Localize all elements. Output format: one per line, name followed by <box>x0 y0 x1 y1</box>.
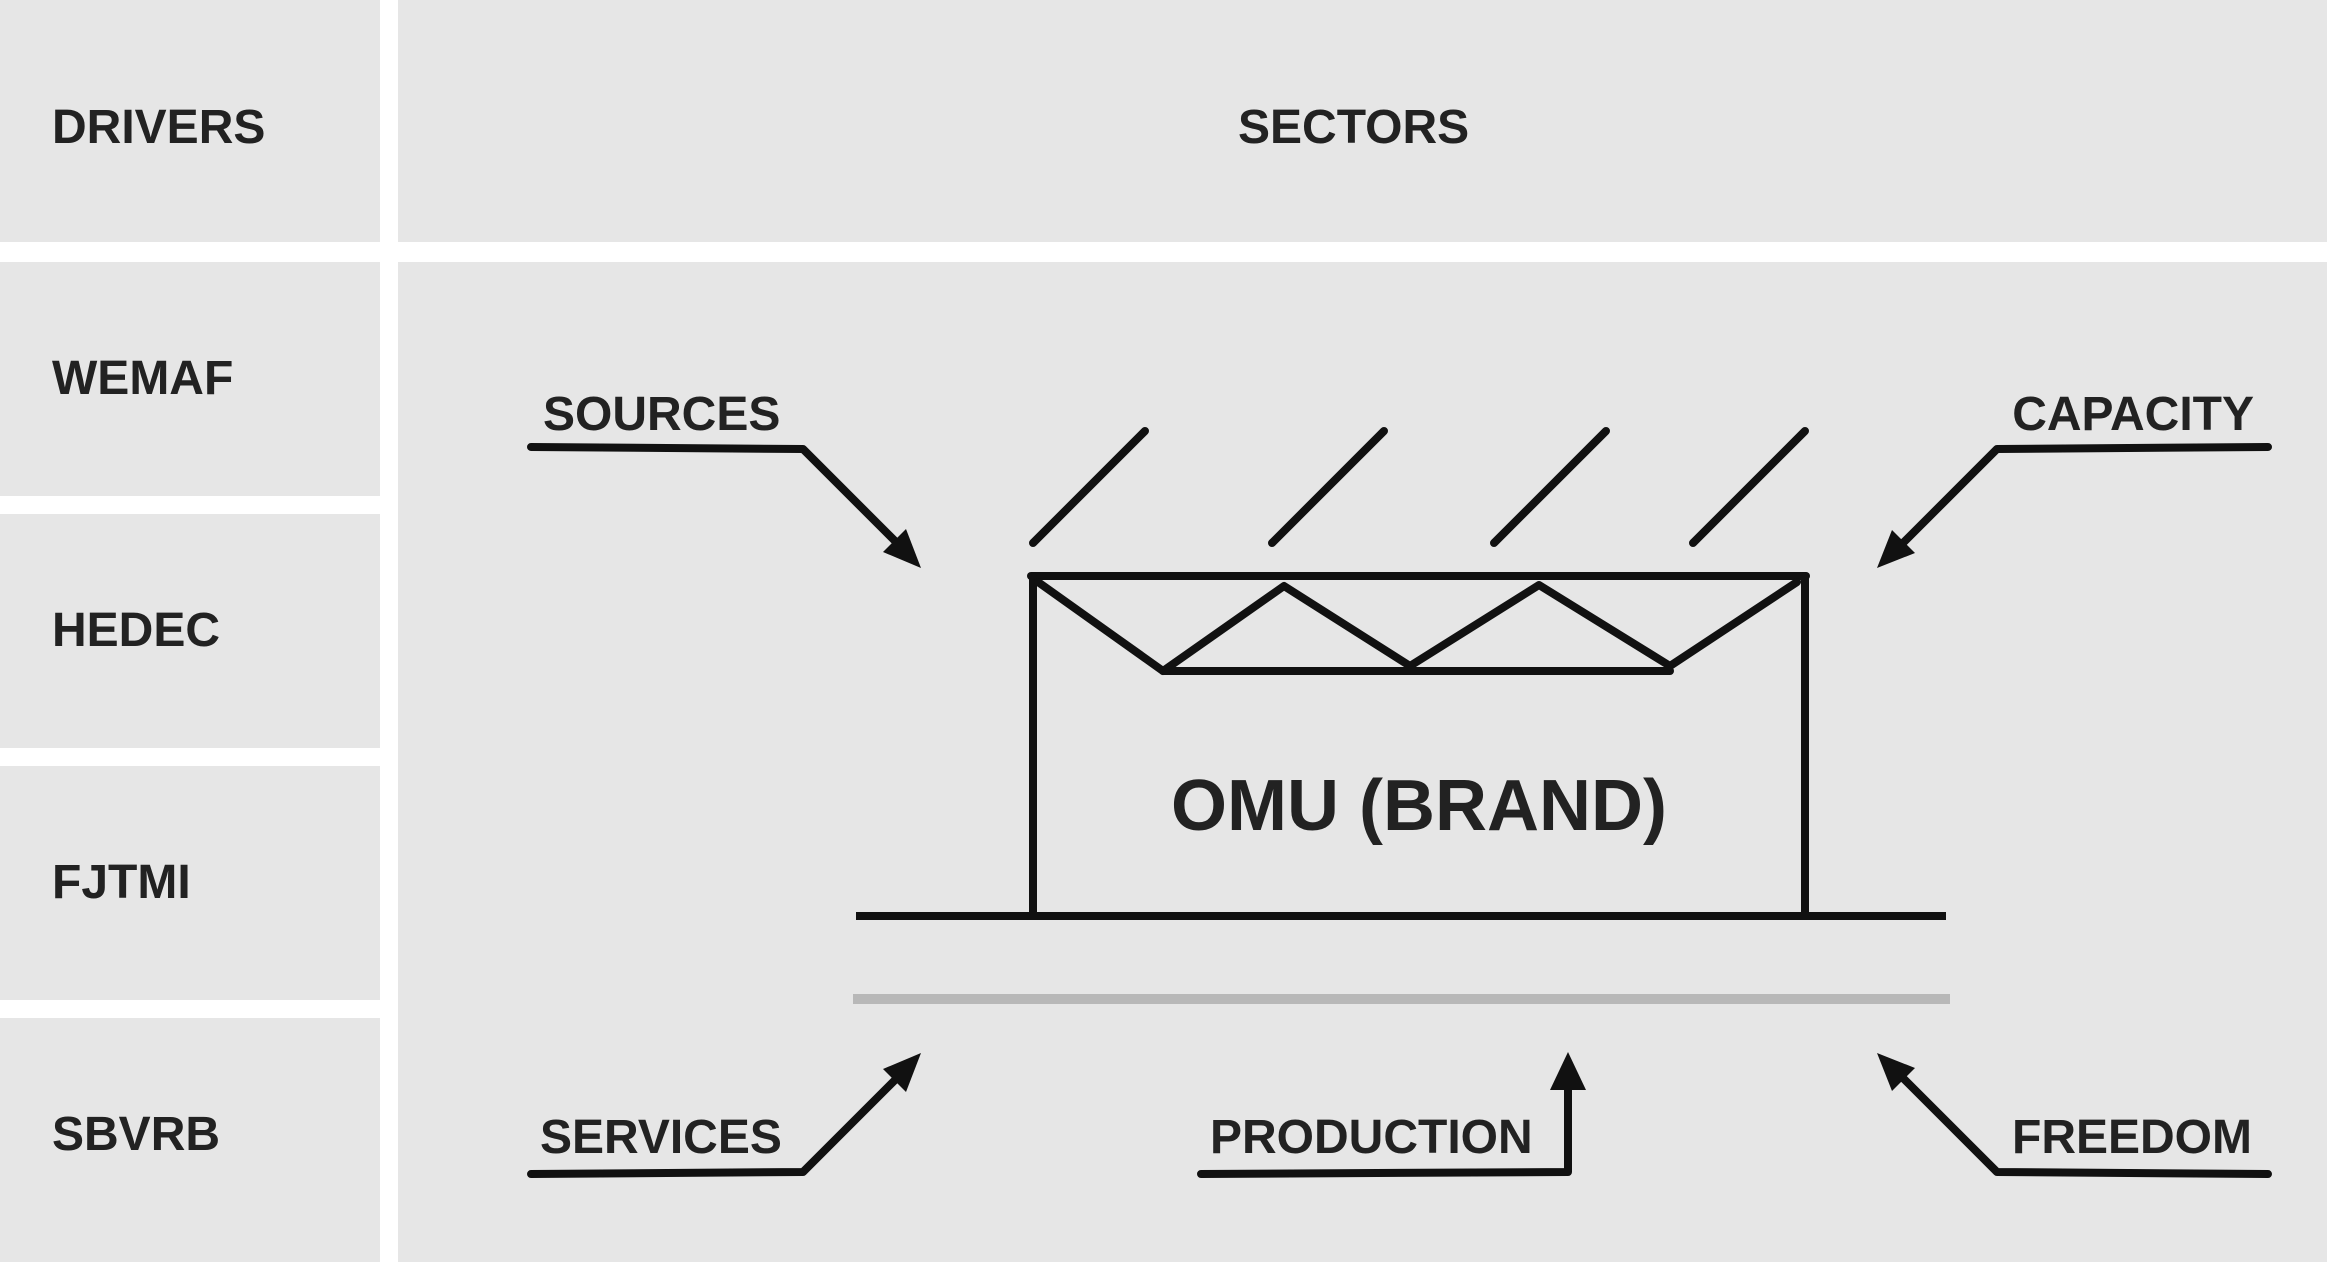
production-label: PRODUCTION <box>1210 1111 1533 1164</box>
sectors-main-panel <box>398 262 2327 1262</box>
driver-label-fjtmi: FJTMI <box>52 856 191 909</box>
freedom-label: FREEDOM <box>2012 1111 2252 1164</box>
freedom-arrowhead <box>1877 1053 1915 1091</box>
driver-row: SBVRB <box>0 1018 380 1262</box>
driver-row: HEDEC <box>0 514 380 748</box>
roof-truss <box>1034 578 1801 675</box>
sectors-header-panel: SECTORS <box>398 0 2327 242</box>
driver-label-hedec: HEDEC <box>52 604 221 657</box>
driver-label-wemaf: WEMAF <box>52 352 234 405</box>
driver-row: WEMAF <box>0 262 380 496</box>
services-label: SERVICES <box>540 1111 782 1164</box>
production-arrow-line <box>1197 1086 1572 1178</box>
capacity-arrowhead <box>1877 530 1915 568</box>
roof-slash-line <box>1689 427 1809 547</box>
drivers-header-panel: DRIVERS <box>0 0 380 242</box>
roof-slash-line <box>1029 427 1149 547</box>
sectors-title: SECTORS <box>1238 101 1470 154</box>
sources-arrow-line <box>527 443 904 550</box>
freedom-arrow-line <box>1894 1069 2272 1178</box>
roof-slash-line <box>1268 427 1388 547</box>
capacity-label: CAPACITY <box>2012 388 2254 441</box>
roof-slash-line <box>1490 427 1610 547</box>
services-arrowhead <box>883 1053 921 1092</box>
driver-row: FJTMI <box>0 766 380 1000</box>
driver-label-sbvrb: SBVRB <box>52 1108 221 1161</box>
drivers-title: DRIVERS <box>52 101 266 154</box>
sources-label: SOURCES <box>543 388 780 441</box>
capacity-arrow-line <box>1894 443 2272 552</box>
building-label: OMU (BRAND) <box>1171 766 1667 846</box>
production-arrowhead <box>1550 1052 1586 1090</box>
services-arrow-line <box>527 1071 904 1178</box>
sources-arrowhead <box>883 529 921 568</box>
